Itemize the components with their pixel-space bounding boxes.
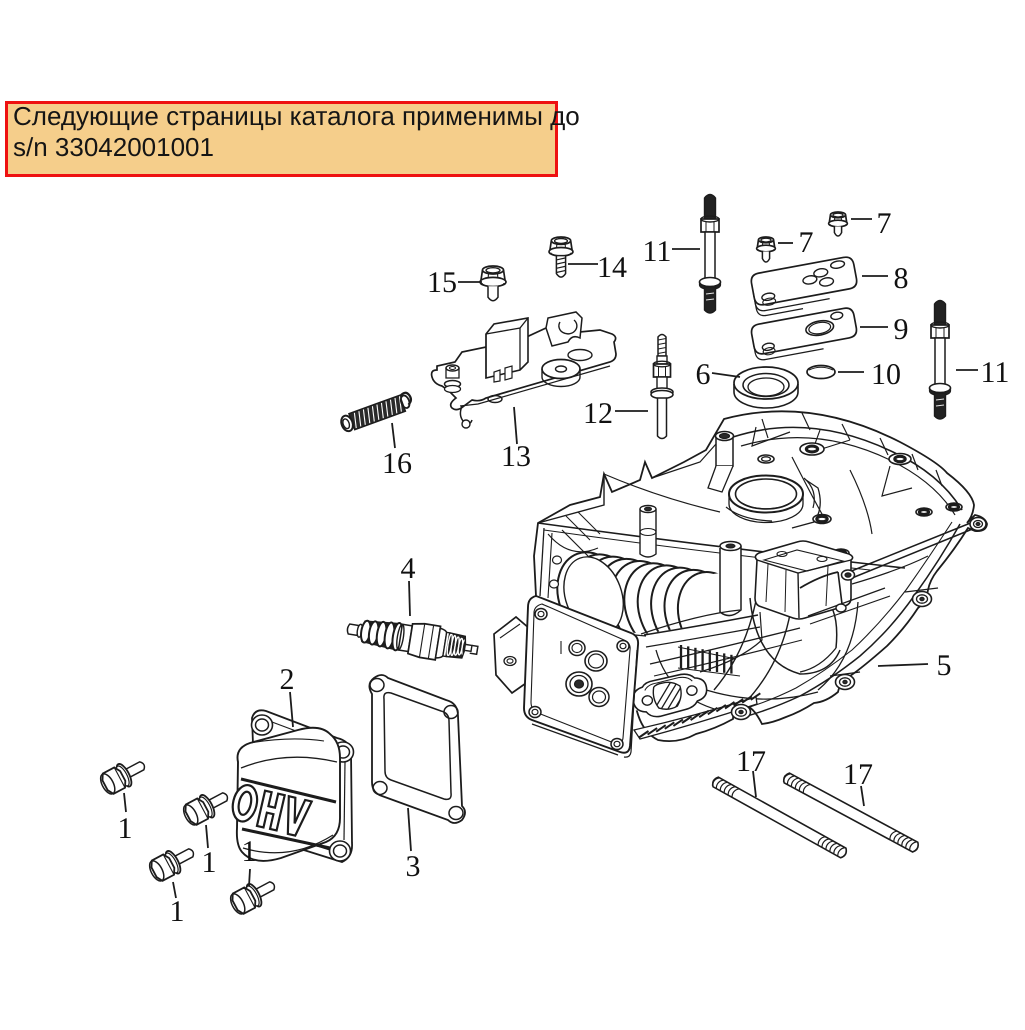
svg-text:13: 13 bbox=[501, 440, 531, 473]
svg-text:12: 12 bbox=[583, 397, 613, 430]
svg-text:Следующие страницы каталога пр: Следующие страницы каталога применимы до bbox=[13, 101, 580, 131]
svg-text:2: 2 bbox=[280, 663, 295, 696]
svg-text:11: 11 bbox=[981, 356, 1010, 389]
svg-text:s/n 33042001001: s/n 33042001001 bbox=[13, 132, 214, 162]
svg-text:1: 1 bbox=[118, 812, 133, 845]
svg-text:1: 1 bbox=[202, 846, 217, 879]
svg-text:4: 4 bbox=[401, 552, 416, 585]
svg-text:16: 16 bbox=[382, 447, 412, 480]
svg-text:1: 1 bbox=[242, 835, 257, 868]
svg-text:7: 7 bbox=[877, 207, 892, 240]
svg-text:3: 3 bbox=[406, 850, 421, 883]
svg-text:14: 14 bbox=[597, 251, 627, 284]
svg-text:7: 7 bbox=[799, 226, 814, 259]
svg-text:10: 10 bbox=[871, 358, 901, 391]
svg-text:17: 17 bbox=[736, 745, 766, 778]
svg-text:1: 1 bbox=[170, 895, 185, 928]
svg-text:11: 11 bbox=[643, 235, 672, 268]
svg-text:17: 17 bbox=[843, 758, 873, 791]
svg-text:5: 5 bbox=[937, 649, 952, 682]
svg-text:6: 6 bbox=[696, 358, 711, 391]
svg-text:8: 8 bbox=[894, 262, 909, 295]
svg-text:9: 9 bbox=[894, 313, 909, 346]
svg-text:15: 15 bbox=[427, 266, 457, 299]
